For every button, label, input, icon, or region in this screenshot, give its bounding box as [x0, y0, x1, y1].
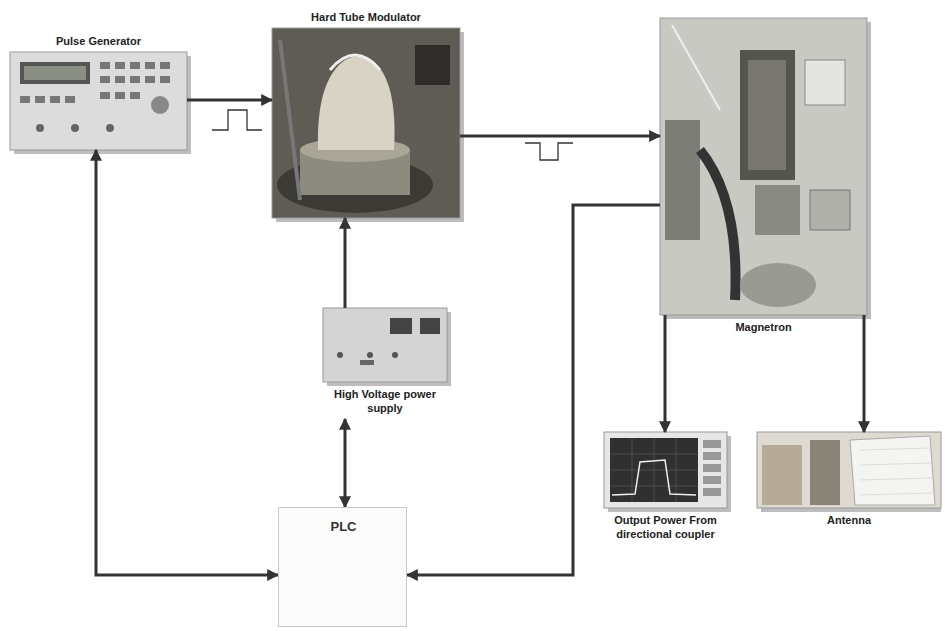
signal-arrow: [187, 99, 272, 102]
negative-pulse-symbol: [525, 143, 573, 160]
signal-arrow: [460, 135, 660, 138]
antenna-photo: [757, 432, 941, 512]
equipment-photo-node: Antenna: [757, 432, 941, 508]
equipment-label: Hard Tube Modulator: [311, 10, 421, 24]
equipment-label: PLC: [331, 520, 357, 534]
power-supply-photo: [323, 308, 451, 386]
equipment-label: High Voltage power supply: [330, 387, 440, 415]
controller-box: PLC: [278, 507, 407, 627]
equipment-photo-node: Pulse Generator: [10, 52, 187, 150]
equipment-photo-node: Hard Tube Modulator: [272, 28, 460, 218]
equipment-label: Pulse Generator: [56, 34, 141, 48]
signal-arrow: [664, 315, 667, 432]
equipment-photo-node: Output Power From directional coupler: [604, 432, 727, 508]
positive-pulse-symbol: [212, 110, 262, 130]
signal-arrow: [96, 150, 278, 575]
signal-arrow: [863, 315, 866, 432]
modulator-photo: [272, 28, 464, 222]
equipment-label: Output Power From directional coupler: [601, 513, 731, 541]
pulse-generator-photo: [10, 52, 191, 154]
signal-arrow: [344, 419, 347, 507]
equipment-photo-node: High Voltage power supply: [323, 308, 447, 382]
signal-arrow: [344, 218, 347, 308]
spectrum-analyzer-photo: [604, 432, 731, 512]
magnetron-photo: [660, 18, 871, 319]
equipment-label: Antenna: [827, 513, 871, 527]
equipment-photo-node: Magnetron: [660, 18, 867, 315]
equipment-label: Magnetron: [735, 320, 791, 334]
